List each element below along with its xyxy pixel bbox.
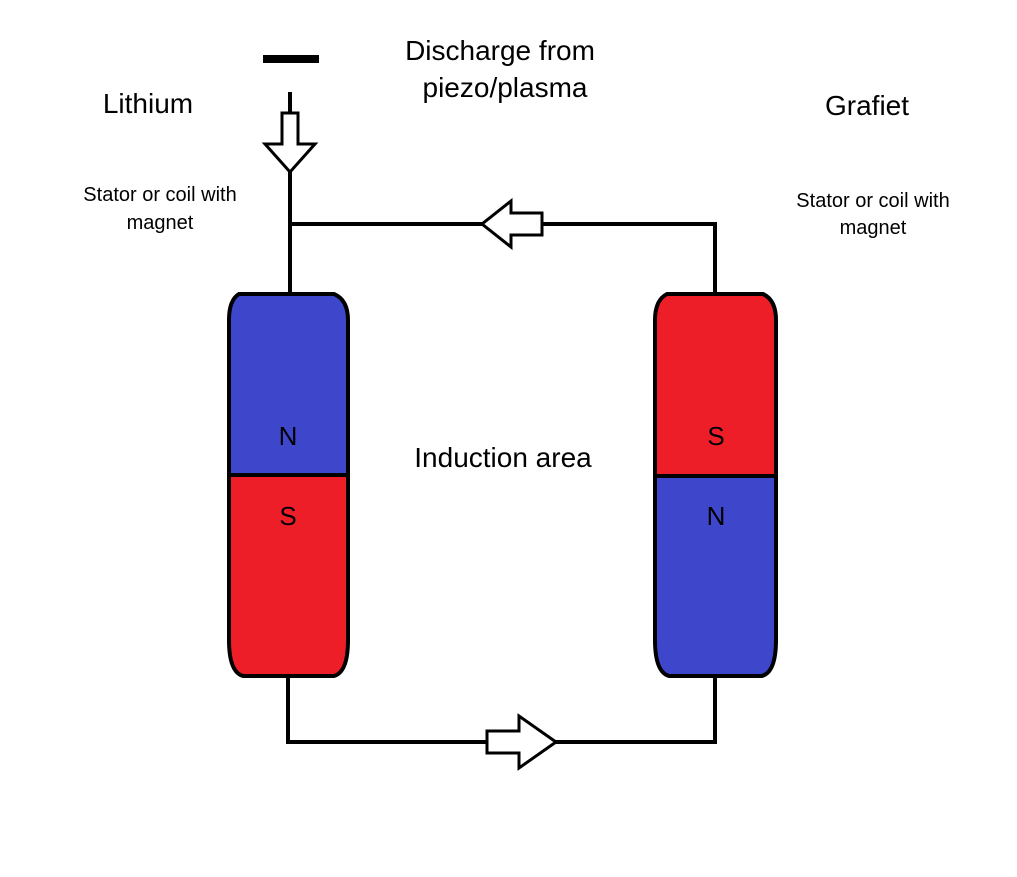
left-stator-note-line2: magnet: [127, 212, 194, 234]
negative-terminal-symbol: [263, 55, 319, 63]
right-material-label: Grafiet: [825, 90, 909, 121]
left-magnet-bottom-pole-label: S: [279, 501, 296, 531]
left-magnet: [227, 292, 350, 678]
left-magnet-south-half: [229, 475, 348, 676]
left-material-label: Lithium: [103, 88, 193, 119]
right-stator-note-line2: magnet: [840, 217, 907, 239]
left-magnet-outline: [227, 292, 350, 678]
right-magnet: [653, 292, 778, 678]
circuit-wires: [286, 92, 717, 744]
right-magnet-outline: [653, 292, 778, 678]
left-magnet-top-pole-label: N: [279, 421, 298, 451]
left-stator-note-line1: Stator or coil with: [83, 184, 236, 206]
input-arrow-down: [261, 111, 319, 175]
right-stator-note-line1: Stator or coil with: [796, 190, 949, 212]
bottom-wire-arrow-right: [485, 713, 559, 771]
left-magnet-north-half: [229, 294, 348, 475]
right-magnet-top-pole-label: S: [707, 421, 724, 451]
diagram-title-line1: Discharge from: [405, 35, 595, 66]
right-magnet-south-half: [655, 294, 776, 476]
top-wire-arrow-left: [479, 197, 544, 251]
diagram-title-line2: piezo/plasma: [423, 72, 588, 103]
right-magnet-bottom-pole-label: N: [707, 501, 726, 531]
right-magnet-north-half: [655, 476, 776, 676]
induction-area-label: Induction area: [414, 442, 592, 473]
